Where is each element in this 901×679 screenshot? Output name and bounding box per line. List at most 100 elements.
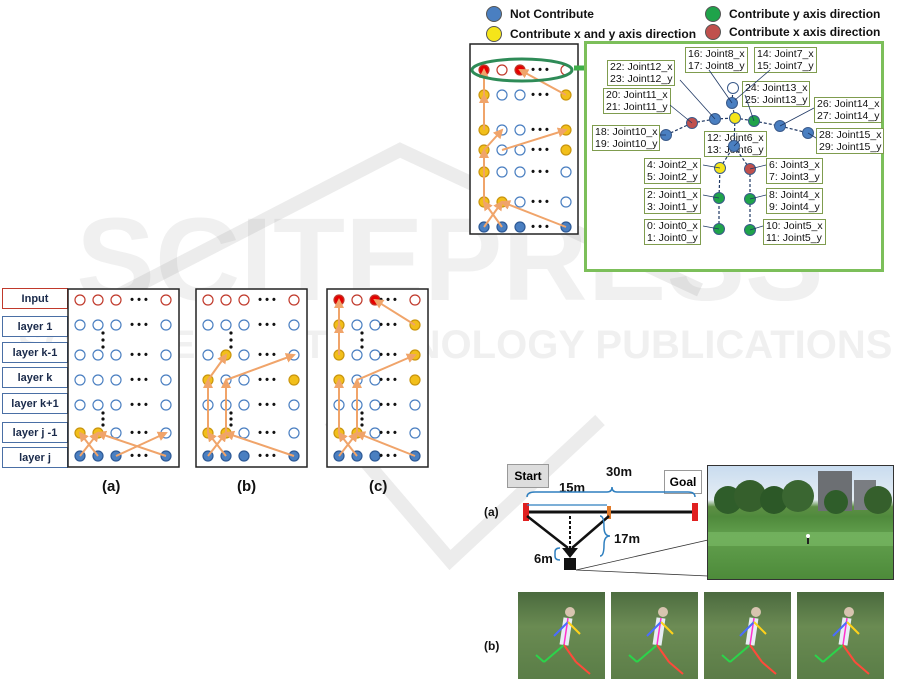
panel-c-node [409,294,421,306]
panel-c-ellipsis: • • • [379,319,397,331]
panel-c-ellipsis: • • • [379,450,397,462]
panel-b-ellipsis: • • • [258,399,276,411]
panel-b-vdot [229,345,233,349]
panel-c-vdot [360,423,364,427]
panel-b-node [238,399,250,411]
overview-highlight-ellipse [470,57,574,83]
panel-a-node [160,374,172,386]
panel-a-node [92,349,104,361]
layer-label-k: layer k [2,367,68,388]
panel-b-node [202,294,214,306]
panel-b-ellipsis: • • • [258,427,276,439]
joint-connector [734,69,771,101]
joint-connector [749,194,767,200]
runner-0-left-shin [535,654,545,663]
panel-a-ellipsis: • • • [130,427,148,439]
mid-marker [607,506,611,519]
panel-c-arrow [356,353,417,381]
panel-c-vdot [360,411,364,415]
panel-a-node [110,294,122,306]
panel-a-node [160,349,172,361]
panel-b-node [288,399,300,411]
runner-0-left-thigh [543,644,565,663]
caption-c: (c) [369,478,388,495]
joint-connector [779,107,815,127]
panel-b-node [288,319,300,331]
panel-b-node [288,294,300,306]
distance-17m: 17m [614,531,641,546]
panel-c-node [409,427,421,439]
joint-connector [733,139,741,147]
panel-b-vdot [229,417,233,421]
panel-c-ellipsis: • • • [379,427,397,439]
skeleton-bone [691,118,716,124]
overview-node [496,64,508,76]
panel-b-arrow [207,353,228,381]
panel-a-ellipsis: • • • [130,349,148,361]
panel-a-node [110,374,122,386]
overview-ellipsis: • • • [531,196,549,208]
panel-c-node [369,427,381,439]
panel-c-node [351,349,363,361]
runner-2-right-arm [753,621,767,635]
panel-b-node [238,427,250,439]
panel-b-arrow [225,353,296,381]
panel-b-node [238,374,250,386]
layer-label-1: layer 1 [2,316,68,337]
panel-c-ellipsis: • • • [379,399,397,411]
panel-a-ellipsis: • • • [130,319,148,331]
panel-a-vdot [101,331,105,335]
runner-3-right-thigh [842,644,856,663]
joint-connector [702,164,721,169]
runner-0-right-shin [575,661,591,675]
panel-a-node [74,374,86,386]
overview-arrow [500,200,567,228]
panel-a-node [74,349,86,361]
panel-c-node [369,399,381,411]
panel-c-node [351,294,363,306]
panel-c-vdot [360,331,364,335]
panel-c-arrow [355,431,416,457]
trees-graphic [708,471,893,546]
overview-ellipsis: • • • [531,166,549,178]
overview-node [514,196,526,208]
panel-b-node [288,374,300,386]
goal-label: Goal [664,470,702,494]
panel-c-node [369,374,381,386]
camera-line-left [526,515,569,549]
panel-a-vdot [101,345,105,349]
panel-a-arrow [96,430,167,457]
panel-a-arrow [78,431,99,457]
panel-c-vdot [360,417,364,421]
overview-ellipsis: • • • [531,124,549,136]
overview-ellipsis: • • • [531,89,549,101]
overview-node [496,89,508,101]
overview-node [514,89,526,101]
overview-arrow [518,69,567,96]
joint-connector [807,132,817,139]
joint-7-marker [729,112,741,124]
runner-2-right-thigh [749,644,763,663]
runner-2-left-arm [739,621,755,637]
joint-connector [708,69,733,104]
panel-a-node [74,319,86,331]
runner-2-left-thigh [729,644,751,663]
runner-1-left-arm [646,621,662,637]
joint-connector [702,194,720,199]
runner-3-right-shin [854,661,870,675]
distance-6m: 6m [534,551,553,566]
panel-c-vdot [360,338,364,342]
panel-b-node [238,319,250,331]
overview-node [496,166,508,178]
panel-c-ellipsis: • • • [379,374,397,386]
panel-a-vdot [101,411,105,415]
panel-c-node [409,399,421,411]
overview-arrow [501,127,568,151]
blue-dot-icon [486,6,502,22]
start-label: Start [507,464,549,488]
